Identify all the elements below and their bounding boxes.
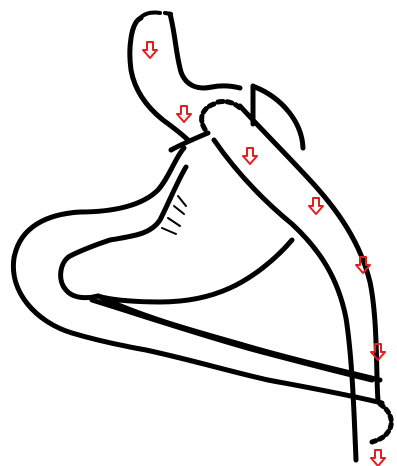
flow-arrows — [143, 42, 385, 466]
esophagus-left-wall — [130, 18, 189, 141]
roux-limb-right-wall — [240, 106, 378, 400]
pouch-edge — [171, 133, 208, 150]
esophagus-right-wall — [170, 14, 240, 88]
stomach-inner-lower-curve — [98, 296, 380, 380]
staple-lines — [162, 196, 186, 234]
bottom-dashed-end — [372, 404, 391, 442]
down-arrow-icon — [309, 198, 323, 214]
down-arrow-icon — [177, 106, 191, 122]
down-arrow-icon — [243, 148, 257, 164]
down-arrow-icon — [371, 450, 385, 466]
stomach — [13, 86, 382, 403]
down-arrow-icon — [143, 42, 157, 58]
roux-limb-dashed-end — [202, 101, 240, 132]
roux-limb-left-wall — [214, 140, 356, 460]
fundus-wall — [255, 87, 303, 148]
esophagus-top-cut — [141, 12, 171, 17]
